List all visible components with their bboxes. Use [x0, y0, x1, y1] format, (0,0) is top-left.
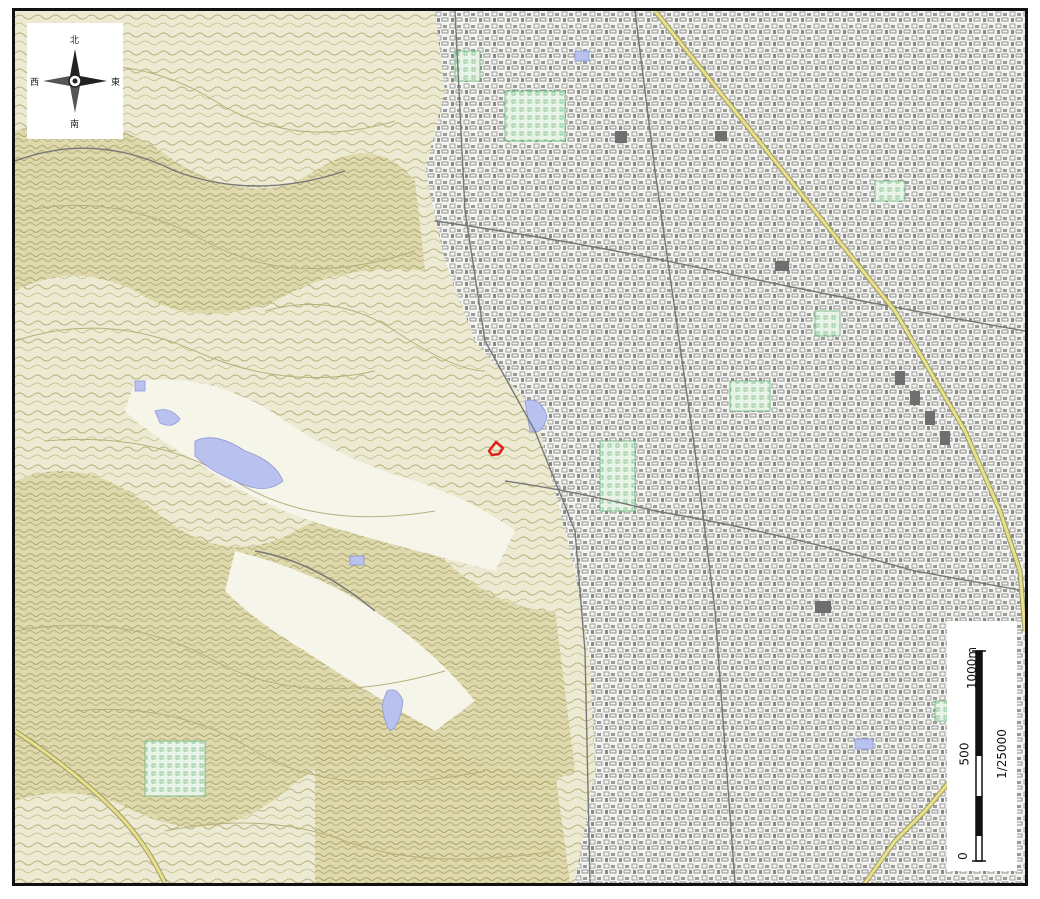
local-roads [15, 11, 1025, 883]
compass-rose-icon [43, 49, 107, 113]
compass-south-label: 南 [70, 120, 80, 130]
base-map[interactable] [15, 11, 1025, 883]
compass-panel: 北 南 東 西 [27, 23, 123, 139]
compass-north-label: 北 [70, 36, 80, 46]
map-frame[interactable]: 北 南 東 西 1000m 500 0 1/25000 [12, 8, 1028, 886]
building-blocks [615, 131, 950, 613]
valley-clearing [125, 379, 515, 571]
park-areas [144, 50, 961, 797]
scale-bar-panel: 1000m 500 0 1/25000 [947, 621, 1017, 871]
hill-dense-area [315, 699, 570, 883]
scale-ratio: 1/25000 [994, 729, 1009, 779]
valley-clearing [225, 551, 475, 731]
scale-label-mid: 500 [957, 742, 972, 766]
compass-west-label: 西 [30, 78, 40, 88]
compass-east-label: 東 [111, 78, 121, 88]
site-marker-icon[interactable] [485, 439, 507, 457]
major-road [15, 11, 1025, 883]
scale-label-max: 1000m [965, 646, 980, 690]
hill-dense-area [15, 121, 425, 314]
scale-bar [972, 650, 986, 862]
scale-label-zero: 0 [955, 852, 970, 860]
